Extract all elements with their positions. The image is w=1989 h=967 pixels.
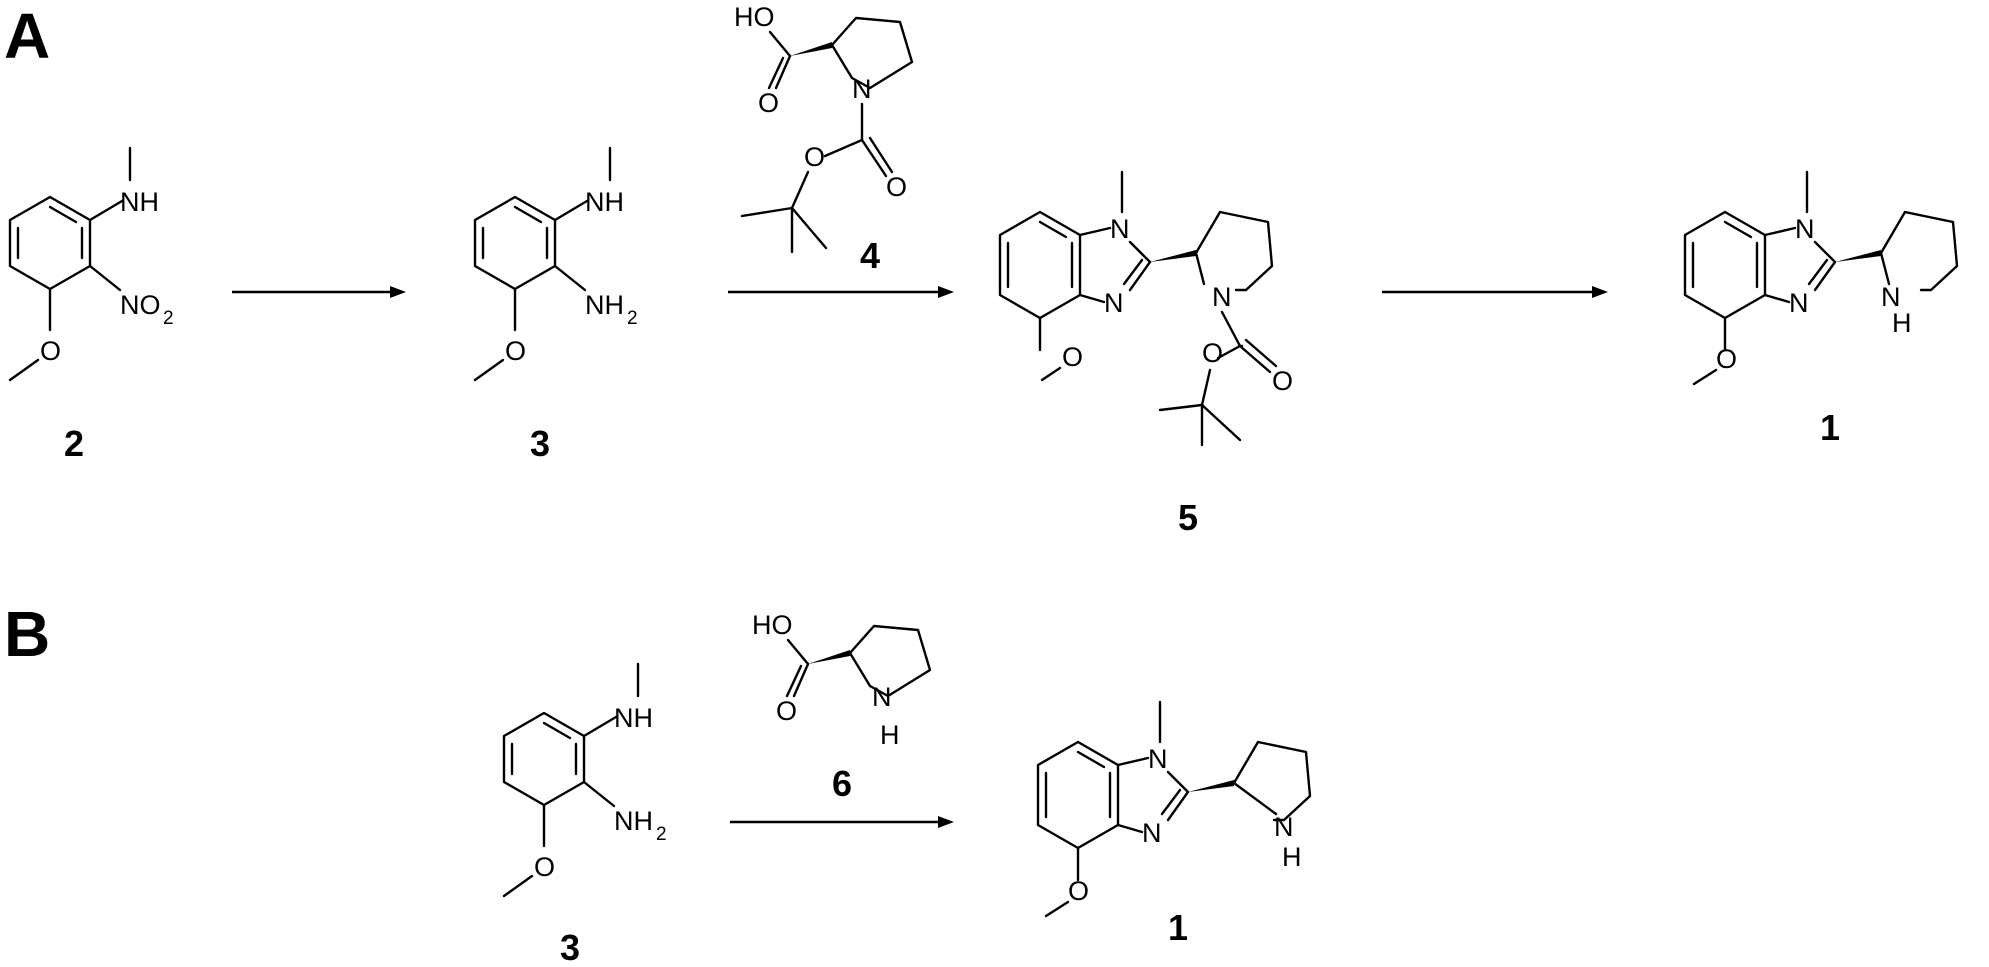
nh-label: NH	[120, 187, 159, 217]
nh2-label: NH	[585, 290, 624, 320]
ring-nh-label: N	[1274, 812, 1294, 842]
methoxy-o-label: O	[1716, 344, 1737, 374]
carbonyl-o-label: O	[1272, 366, 1293, 396]
benzimidazole-benzene-ring	[998, 210, 1082, 320]
acid-ho-label: HO	[734, 2, 775, 32]
nh-label: NH	[614, 703, 653, 733]
ester-o-label: O	[804, 142, 825, 172]
ring-h-label: H	[1282, 842, 1302, 872]
nh2-subscript: 2	[656, 824, 667, 845]
compound-label-6: 6	[832, 763, 852, 804]
reaction-arrow-4	[730, 816, 954, 828]
methoxy-o-label: O	[505, 336, 526, 366]
methoxy-o-label: O	[1062, 342, 1083, 372]
compound-label-1: 1	[1820, 407, 1840, 448]
methoxy-o-label: O	[1068, 876, 1089, 906]
ring-h-label: H	[1892, 308, 1912, 338]
ester-o-label: O	[1202, 338, 1223, 368]
ring-nh-label: N	[872, 682, 892, 712]
ring-nh-label: N	[1881, 282, 1901, 312]
compound-3: NH NH 2 O 3	[473, 146, 638, 464]
methoxy-o-label: O	[40, 336, 61, 366]
acid-ho-label: HO	[752, 610, 793, 640]
methoxy-o-label: O	[534, 852, 555, 882]
reaction-arrow-1	[232, 286, 406, 298]
compound-5: N N N O O O 5	[998, 170, 1293, 538]
imidazole-n3-label: N	[1104, 288, 1124, 318]
panel-label-b: B	[4, 598, 50, 670]
compound-label-3-panel-b: 3	[560, 927, 580, 967]
benzene-ring	[8, 195, 92, 291]
imidazole-n3-label: N	[1789, 288, 1809, 318]
ring-n-label: N	[852, 74, 872, 104]
ring-n-label: N	[1212, 282, 1232, 312]
acid-o-label: O	[776, 696, 797, 726]
reaction-arrow-3	[1382, 286, 1608, 298]
nh2-label: NH	[614, 806, 653, 836]
nitro-bond	[88, 264, 122, 292]
compound-4: HO O N O O 4	[734, 2, 914, 276]
compound-1-panel-b: N N N H O 1	[1036, 700, 1312, 948]
nitro-label: NO	[120, 290, 161, 320]
nh-label: NH	[585, 187, 624, 217]
nitro-subscript: 2	[163, 308, 174, 329]
carbonyl-o-label: O	[886, 172, 907, 202]
imidazole-n1-label: N	[1795, 214, 1815, 244]
pyrrolidine-ring	[830, 16, 914, 90]
compound-label-3: 3	[530, 423, 550, 464]
ring-h-label: H	[880, 720, 900, 750]
nh2-subscript: 2	[627, 308, 638, 329]
panel-label-a: A	[4, 0, 50, 72]
acid-o-label: O	[758, 88, 779, 118]
compound-6: HO O N H 6	[752, 610, 932, 804]
imidazole-n1-label: N	[1110, 214, 1130, 244]
reaction-arrow-2	[728, 286, 954, 298]
compound-label-5: 5	[1178, 497, 1198, 538]
compound-label-4: 4	[860, 235, 880, 276]
compound-label-2: 2	[64, 423, 84, 464]
compound-2: NH NO 2 O 2	[8, 146, 174, 464]
compound-1: N N N H O 1	[1683, 170, 1959, 448]
compound-label-1-panel-b: 1	[1168, 907, 1188, 948]
nh-bond	[88, 199, 124, 222]
compound-3-panel-b: NH NH 2 O 3	[502, 662, 667, 967]
imidazole-n3-label: N	[1142, 818, 1162, 848]
methoxy-methyl-bond	[8, 358, 40, 382]
imidazole-n1-label: N	[1148, 744, 1168, 774]
